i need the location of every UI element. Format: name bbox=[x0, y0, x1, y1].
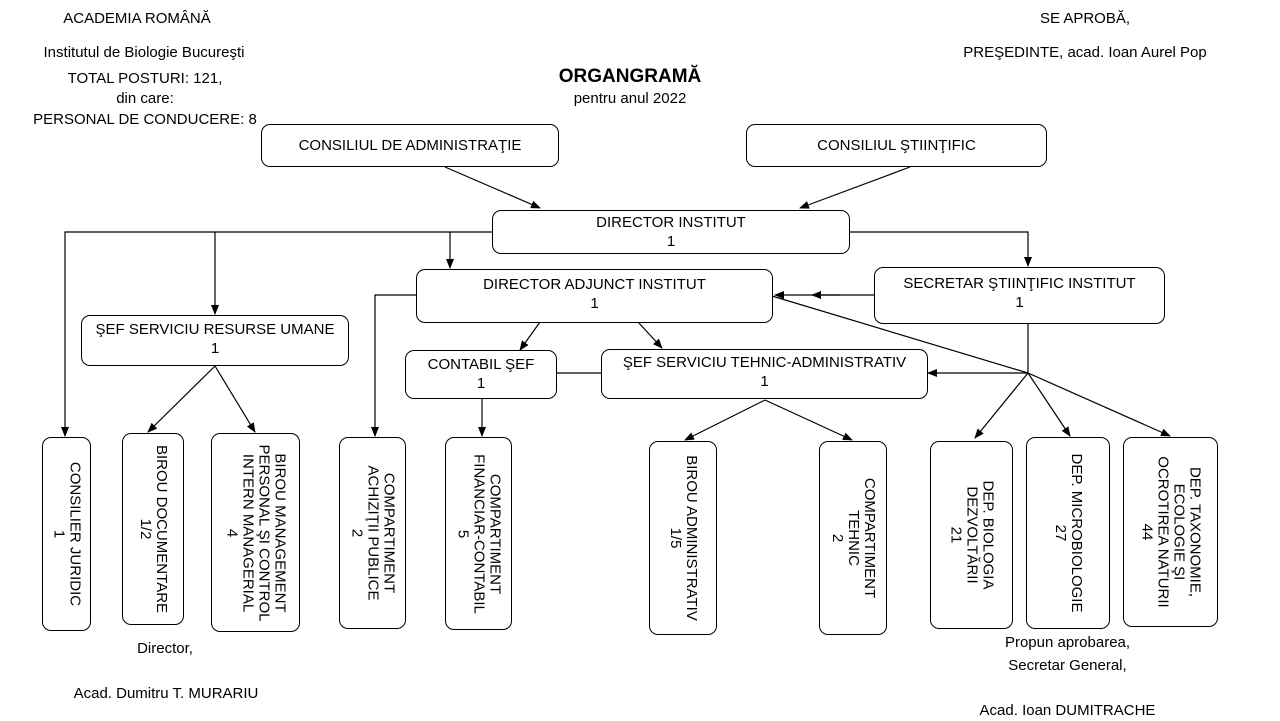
edge-tech-admin-office bbox=[684, 399, 766, 441]
hr-head-label: ŞEF SERVICIU RESURSE UMANE bbox=[95, 321, 335, 338]
unit-line: COMPARTIMENT bbox=[486, 473, 504, 594]
unit-count: 21 bbox=[947, 526, 965, 544]
scientific-secretary-count: 1 bbox=[1015, 294, 1024, 311]
director-box: DIRECTOR INSTITUT 1 bbox=[492, 210, 850, 254]
edge-admin-director bbox=[444, 166, 541, 209]
institute-name: Institutul de Biologie Bucureşti bbox=[43, 44, 245, 61]
unit-taxonomy-ecology: DEP. TAXONOMIE, ECOLOGIE ŞI OCROTIREA NA… bbox=[1123, 437, 1218, 627]
unit-count: 4 bbox=[223, 528, 241, 537]
director-count: 1 bbox=[666, 233, 676, 250]
edge-deputy-procurement bbox=[371, 294, 416, 437]
academy-name: ACADEMIA ROMÂNĂ bbox=[63, 10, 211, 27]
unit-count: 1/5 bbox=[667, 527, 684, 549]
unit-line: ECOLOGIE ŞI bbox=[1170, 483, 1188, 581]
director-signature-role: Director, bbox=[137, 640, 193, 657]
administration-council-label: CONSILIUL DE ADMINISTRAŢIE bbox=[298, 137, 522, 154]
unit-line: BIROU MANAGEMENT bbox=[271, 452, 289, 613]
unit-microbiology: DEP. MICROBIOLOGIE 27 bbox=[1026, 437, 1110, 629]
director-signature-name: Acad. Dumitru T. MURARIU bbox=[73, 685, 259, 702]
unit-line: FINANCIAR-CONTABIL bbox=[470, 453, 488, 614]
edge-junction-dev-bio bbox=[974, 372, 1029, 439]
proposal-note: Propun aprobarea, bbox=[1004, 634, 1131, 651]
edge-deputy-accountant bbox=[519, 321, 541, 351]
unit-administrative-office: BIROU ADMINISTRATIV 1/5 bbox=[649, 441, 717, 635]
unit-legal-counsel: CONSILIER JURIDIC 1 bbox=[42, 437, 91, 631]
edge-tech-technical bbox=[764, 399, 853, 441]
unit-line: COMPARTIMENT bbox=[380, 472, 398, 594]
of-which: din care: bbox=[116, 90, 174, 107]
unit-finance-accounting: COMPARTIMENT FINANCIAR-CONTABIL 5 bbox=[445, 437, 512, 630]
secretary-signature-role: Secretar General, bbox=[1008, 657, 1127, 674]
edge-deputy-tech bbox=[637, 321, 663, 349]
deputy-director-count: 1 bbox=[590, 295, 599, 312]
edge-junction-microbio bbox=[1027, 372, 1071, 437]
unit-count: 2 bbox=[829, 533, 846, 543]
hr-head-box: ŞEF SERVICIU RESURSE UMANE 1 bbox=[81, 315, 349, 366]
unit-count: 1/2 bbox=[137, 518, 154, 540]
director-label: DIRECTOR INSTITUT bbox=[596, 214, 746, 231]
unit-count: 5 bbox=[454, 529, 472, 538]
technical-admin-head-box: ŞEF SERVICIU TEHNIC-ADMINISTRATIV 1 bbox=[601, 349, 928, 399]
total-posts: TOTAL POSTURI: 121, bbox=[67, 70, 223, 87]
president-name: PREŞEDINTE, acad. Ioan Aurel Pop bbox=[963, 44, 1207, 61]
unit-line: CONSILIER JURIDIC bbox=[66, 461, 84, 607]
unit-public-procurement: COMPARTIMENT ACHIZIŢII PUBLICE 2 bbox=[339, 437, 406, 629]
scientific-secretary-box: SECRETAR ŞTIINŢIFIC INSTITUT 1 bbox=[874, 267, 1165, 324]
unit-line: PERSONAL ŞI CONTROL bbox=[255, 444, 273, 621]
unit-line: BIROU ADMINISTRATIV bbox=[683, 455, 700, 621]
scientific-secretary-label: SECRETAR ŞTIINŢIFIC INSTITUT bbox=[903, 275, 1136, 292]
administration-council-box: CONSILIUL DE ADMINISTRAŢIE bbox=[261, 124, 559, 167]
edge-director-secretary bbox=[850, 231, 1032, 267]
page-title: ORGANGRAMĂ bbox=[558, 66, 702, 87]
unit-developmental-biology: DEP. BIOLOGIA DEZVOLTĂRII 21 bbox=[930, 441, 1013, 629]
scientific-council-box: CONSILIUL ŞTIINŢIFIC bbox=[746, 124, 1047, 167]
unit-line: TEHNIC bbox=[845, 510, 862, 566]
technical-admin-head-label: ŞEF SERVICIU TEHNIC-ADMINISTRATIV bbox=[622, 354, 907, 371]
unit-count: 2 bbox=[348, 528, 366, 538]
unit-management-office: BIROU MANAGEMENT PERSONAL ŞI CONTROL INT… bbox=[211, 433, 300, 632]
unit-line: DEZVOLTĂRII bbox=[963, 486, 981, 584]
unit-count: 44 bbox=[1138, 523, 1156, 541]
unit-count: 1 bbox=[50, 529, 68, 539]
chief-accountant-count: 1 bbox=[476, 375, 486, 392]
unit-line: OCROTIREA NATURII bbox=[1154, 456, 1172, 608]
chief-accountant-box: CONTABIL ŞEF 1 bbox=[405, 350, 557, 399]
edge-junction-taxonomy bbox=[1027, 372, 1171, 437]
unit-line: COMPARTIMENT bbox=[861, 477, 878, 599]
edge-deputy-departments bbox=[771, 295, 1029, 374]
unit-line: DEP. MICROBIOLOGIE bbox=[1068, 453, 1085, 613]
unit-line: ACHIZIŢII PUBLICE bbox=[364, 465, 382, 601]
unit-documentation-office: BIROU DOCUMENTARE 1/2 bbox=[122, 433, 184, 625]
approval-note: SE APROBĂ, bbox=[1039, 10, 1131, 27]
edge-hr-documentation bbox=[147, 365, 216, 433]
edge-director-legal bbox=[61, 231, 492, 437]
deputy-director-label: DIRECTOR ADJUNCT INSTITUT bbox=[483, 276, 706, 293]
unit-line: INTERN MANAGERIAL bbox=[239, 453, 257, 612]
unit-count: 27 bbox=[1052, 524, 1069, 542]
page-subtitle: pentru anul 2022 bbox=[573, 90, 687, 107]
unit-line: DEP. BIOLOGIA bbox=[979, 480, 997, 590]
unit-line: DEP. TAXONOMIE, bbox=[1186, 466, 1204, 598]
deputy-director-box: DIRECTOR ADJUNCT INSTITUT 1 bbox=[416, 269, 773, 323]
unit-technical-compartment: COMPARTIMENT TEHNIC 2 bbox=[819, 441, 887, 635]
hr-head-count: 1 bbox=[210, 340, 220, 357]
management-staff: PERSONAL DE CONDUCERE: 8 bbox=[33, 111, 257, 128]
edge-scientific-director bbox=[799, 166, 911, 209]
unit-line: BIROU DOCUMENTARE bbox=[153, 444, 170, 614]
edge-hr-management bbox=[214, 365, 256, 433]
chief-accountant-label: CONTABIL ŞEF bbox=[427, 356, 535, 373]
secretary-signature-name: Acad. Ioan DUMITRACHE bbox=[979, 702, 1156, 719]
technical-admin-head-count: 1 bbox=[760, 373, 769, 390]
scientific-council-label: CONSILIUL ŞTIINŢIFIC bbox=[817, 137, 976, 154]
